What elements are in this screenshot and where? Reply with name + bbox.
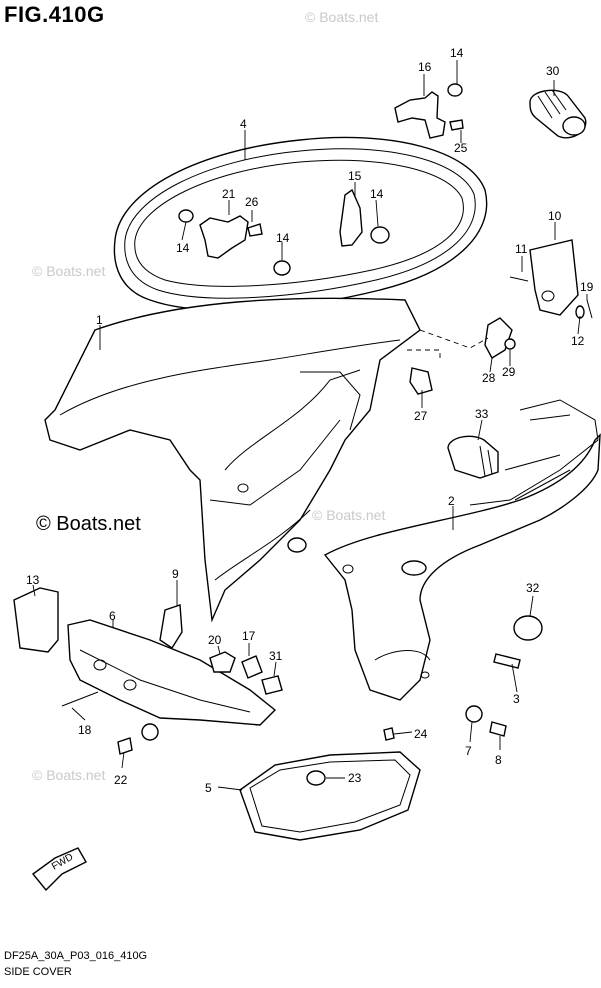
- watermark: © Boats.net: [32, 263, 105, 279]
- dashed-guides: [407, 329, 489, 360]
- callout-labels: 14 16 30 4 25 15 21 26 14 14 14 10 11 19…: [26, 46, 594, 795]
- callout-15: 15: [348, 169, 362, 183]
- callout-25: 25: [454, 141, 468, 155]
- callout-14: 14: [176, 241, 190, 255]
- bracket-15: [339, 188, 390, 247]
- seal-gasket: [113, 136, 488, 311]
- callout-17: 17: [242, 629, 256, 643]
- collar: [141, 723, 159, 741]
- callout-22: 22: [114, 773, 128, 787]
- callout-9: 9: [172, 567, 179, 581]
- callout-31: 31: [269, 649, 283, 663]
- callout-26: 26: [245, 195, 259, 209]
- callout-18: 18: [78, 723, 92, 737]
- callout-33: 33: [475, 407, 489, 421]
- grommet-31: [261, 675, 283, 695]
- screw-18: [61, 691, 99, 707]
- callout-30: 30: [546, 64, 560, 78]
- clip-9: [159, 604, 183, 649]
- callout-14: 14: [370, 187, 384, 201]
- bracket-16: [394, 83, 464, 139]
- watermark: © Boats.net: [312, 507, 385, 523]
- callout-29: 29: [502, 365, 516, 379]
- figure-description: SIDE COVER: [4, 966, 72, 978]
- pad-13: [13, 587, 59, 653]
- clip-20: [209, 651, 236, 673]
- side-cover-left: [44, 297, 421, 623]
- callout-16: 16: [418, 60, 432, 74]
- callout-12: 12: [571, 334, 585, 348]
- callout-1: 1: [96, 313, 103, 327]
- callout-21: 21: [222, 187, 236, 201]
- callout-19: 19: [580, 280, 594, 294]
- grommet-23: [306, 770, 326, 786]
- bolt-22: [117, 737, 133, 755]
- leader-lines: [32, 60, 588, 791]
- callout-23: 23: [348, 771, 362, 785]
- sleeve-17: [241, 655, 263, 679]
- bolt-3: [493, 653, 521, 669]
- callout-8: 8: [495, 753, 502, 767]
- callout-3: 3: [513, 692, 520, 706]
- watermark: © Boats.net: [305, 9, 378, 25]
- side-cover-right: [323, 399, 601, 701]
- callout-10: 10: [548, 209, 562, 223]
- callout-14: 14: [276, 231, 290, 245]
- callout-28: 28: [482, 371, 496, 385]
- lower-plate-5: [239, 751, 421, 841]
- callout-6: 6: [109, 609, 116, 623]
- clip-27: [409, 367, 433, 395]
- callout-4: 4: [240, 117, 247, 131]
- callout-11: 11: [515, 242, 528, 256]
- callout-32: 32: [526, 581, 540, 595]
- callout-2: 2: [448, 494, 455, 508]
- callout-7: 7: [465, 744, 472, 758]
- bracket-21: [178, 209, 291, 276]
- bracket-28: [484, 317, 516, 359]
- callout-5: 5: [205, 781, 212, 795]
- bolt-8: [489, 721, 507, 737]
- fwd-arrow-icon: FWD: [31, 847, 87, 892]
- callout-20: 20: [208, 633, 222, 647]
- figure-title: FIG.410G: [4, 2, 105, 27]
- callout-14: 14: [450, 46, 464, 60]
- callout-27: 27: [414, 409, 428, 423]
- collar-7: [465, 705, 483, 723]
- figure-code: DF25A_30A_P03_016_410G: [4, 950, 148, 962]
- clip-24: [383, 727, 395, 741]
- watermark-main: © Boats.net: [36, 513, 141, 535]
- callout-24: 24: [414, 727, 428, 741]
- plug-32: [513, 615, 543, 641]
- grommet-30: [529, 89, 587, 139]
- lower-cover-6: [67, 619, 277, 726]
- bracket-10: [509, 239, 593, 319]
- callout-13: 13: [26, 573, 40, 587]
- watermark: © Boats.net: [32, 767, 105, 783]
- damper-33: [447, 435, 499, 479]
